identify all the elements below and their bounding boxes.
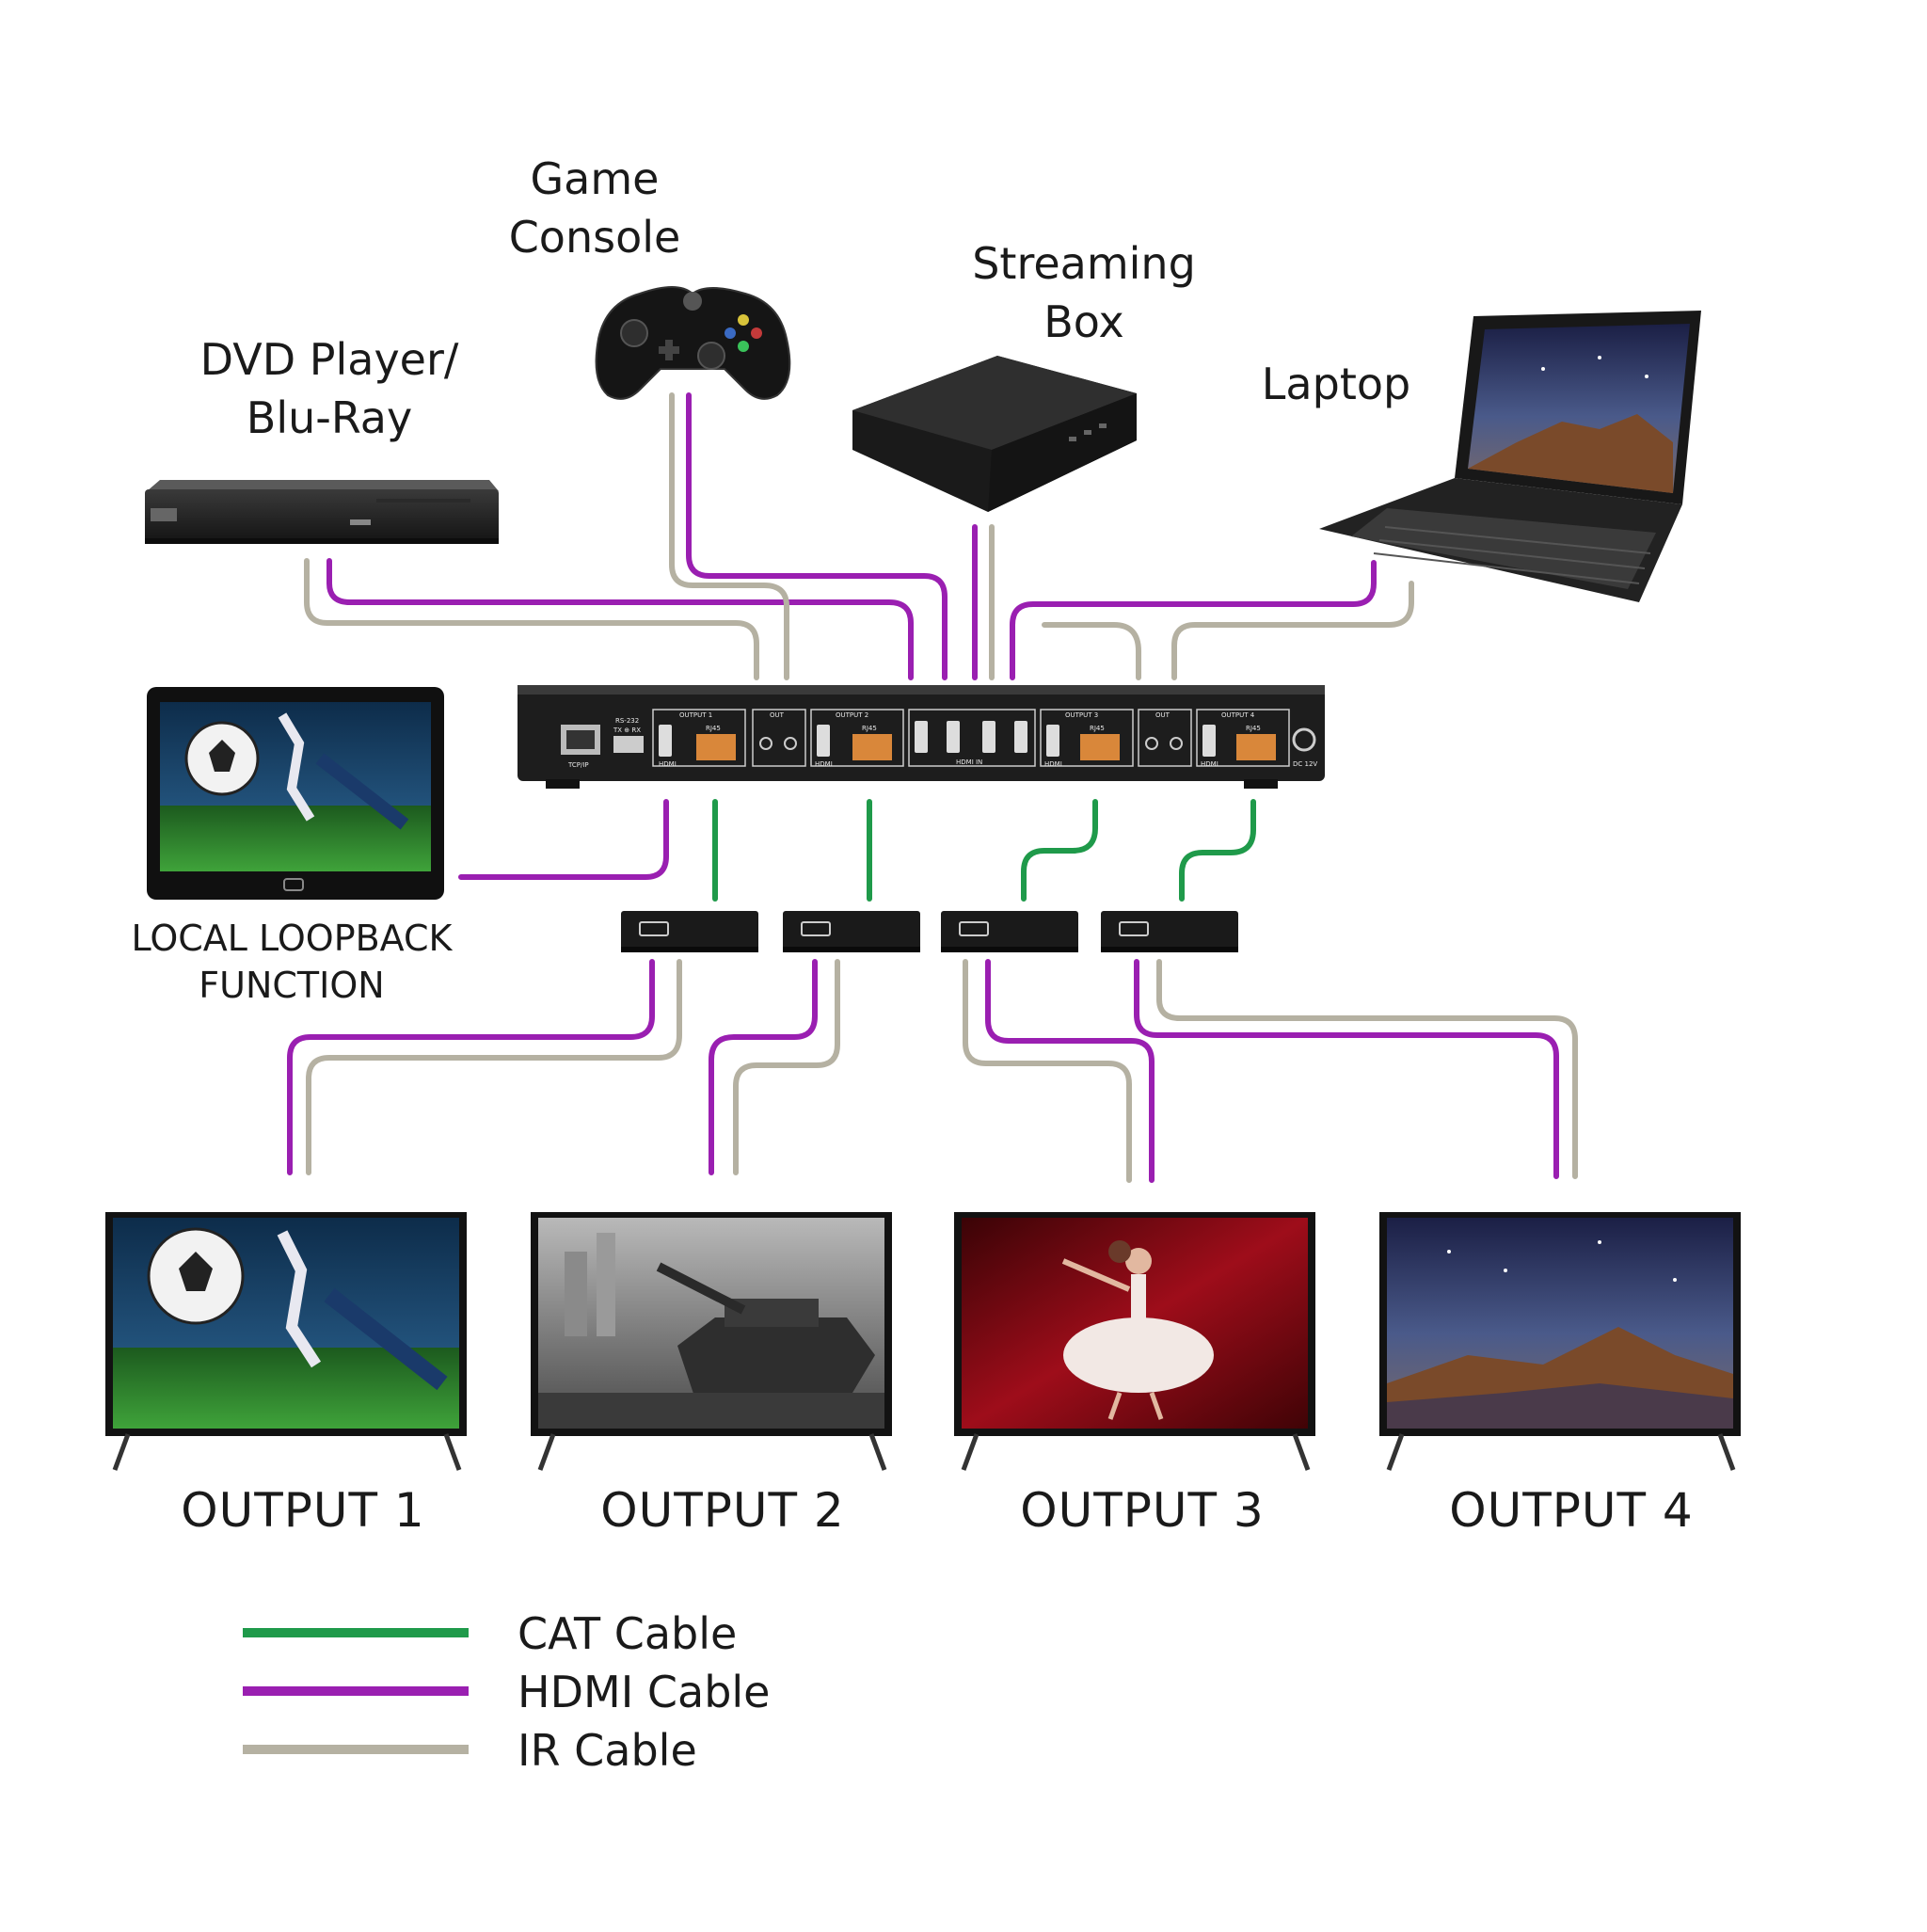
ir-out-3-jack bbox=[1145, 737, 1158, 750]
tv-output-3 bbox=[954, 1212, 1315, 1471]
tv-output-1 bbox=[105, 1212, 467, 1471]
output1-rj45-label: RJ45 bbox=[706, 725, 721, 732]
dvd-ir-cable bbox=[304, 558, 759, 680]
output1-panel-label: OUTPUT 1 bbox=[679, 711, 712, 719]
rx1-hdmi-cable bbox=[287, 959, 655, 1175]
console-label-2: Console bbox=[509, 212, 681, 263]
out-b-label: OUT bbox=[1155, 711, 1171, 719]
hdmi-in-3-port bbox=[982, 721, 995, 753]
dc-label: DC 12V bbox=[1293, 760, 1317, 768]
output3-hdmi-port bbox=[1046, 725, 1059, 757]
receiver-3 bbox=[941, 911, 1078, 952]
game-controller bbox=[595, 286, 791, 400]
hdmi-in-label: HDMI IN bbox=[956, 758, 982, 766]
legend: CAT Cable HDMI Cable IR Cable bbox=[243, 1608, 770, 1776]
hdmi-in-4-port bbox=[1014, 721, 1027, 753]
streaming-label-2: Box bbox=[1043, 296, 1124, 347]
matrix-switch: TCP/IP RS-232 TX ⊕ RX OUTPUT 1 HDMI RJ45… bbox=[518, 685, 1325, 789]
rx2-hdmi-cable bbox=[709, 959, 818, 1175]
laptop bbox=[1319, 311, 1701, 602]
console-label-1: Game bbox=[531, 153, 660, 204]
output-label-2: OUTPUT 2 bbox=[600, 1483, 845, 1538]
output2-hdmi-port bbox=[817, 725, 830, 757]
rx4-hdmi-cable bbox=[1134, 959, 1559, 1179]
output4-rj45-label: RJ45 bbox=[1246, 725, 1261, 732]
receiver-4 bbox=[1101, 911, 1238, 952]
cables bbox=[287, 392, 1578, 1183]
streaming-box bbox=[852, 356, 1137, 512]
rs232-label: RS-232 bbox=[615, 717, 639, 725]
loopback-hdmi-cable bbox=[458, 799, 669, 880]
output2-rj45-label: RJ45 bbox=[862, 725, 877, 732]
dvd-label-2: Blu-Ray bbox=[247, 392, 412, 443]
console-ir-cable bbox=[669, 392, 789, 680]
legend-label-cat: CAT Cable bbox=[518, 1608, 737, 1659]
console-hdmi-cable bbox=[686, 392, 948, 680]
dvd-player bbox=[145, 480, 499, 544]
hdmi-in-1-port bbox=[915, 721, 928, 753]
output4-rj45-port bbox=[1236, 734, 1276, 760]
dvd-label-1: DVD Player/ bbox=[200, 334, 459, 385]
output4-hdmi-label: HDMI bbox=[1201, 760, 1218, 768]
hdmi-in-2-port bbox=[947, 721, 960, 753]
tv-output-4 bbox=[1379, 1212, 1741, 1471]
output1-hdmi-port bbox=[659, 725, 672, 757]
output3-hdmi-label: HDMI bbox=[1044, 760, 1062, 768]
dc-power-jack bbox=[1292, 727, 1316, 752]
cat-cable-3 bbox=[1021, 799, 1098, 902]
rx2-ir-cable bbox=[733, 959, 840, 1175]
dvd-hdmi-cable bbox=[326, 558, 914, 680]
rs232-port bbox=[613, 736, 644, 753]
receiver-2 bbox=[783, 911, 920, 952]
txrx-label: TX ⊕ RX bbox=[613, 726, 641, 734]
receiver-1 bbox=[621, 911, 758, 952]
legend-label-ir: IR Cable bbox=[518, 1725, 697, 1776]
ir-out-1-jack bbox=[759, 737, 772, 750]
output3-rj45-port bbox=[1080, 734, 1120, 760]
legend-swatch-ir bbox=[243, 1745, 469, 1754]
ir-out-4-jack bbox=[1170, 737, 1183, 750]
output3-panel-label: OUTPUT 3 bbox=[1065, 711, 1098, 719]
output2-panel-label: OUTPUT 2 bbox=[836, 711, 868, 719]
ir-out-2-jack bbox=[784, 737, 797, 750]
loopback-tablet bbox=[147, 687, 444, 900]
laptop-ir-cable-b bbox=[1042, 622, 1141, 680]
loopback-label-1: LOCAL LOOPBACK bbox=[132, 918, 454, 959]
output2-hdmi-label: HDMI bbox=[815, 760, 833, 768]
output-label-3: OUTPUT 3 bbox=[1020, 1483, 1265, 1538]
legend-label-hdmi: HDMI Cable bbox=[518, 1667, 770, 1717]
output1-rj45-port bbox=[696, 734, 736, 760]
laptop-hdmi-cable bbox=[1010, 560, 1377, 680]
rx3-hdmi-cable bbox=[985, 959, 1155, 1183]
laptop-ir-cable bbox=[1171, 581, 1414, 680]
laptop-label: Laptop bbox=[1262, 359, 1410, 409]
output-label-4: OUTPUT 4 bbox=[1449, 1483, 1694, 1538]
cat-cable-4 bbox=[1179, 799, 1256, 902]
rx4-ir-cable bbox=[1156, 959, 1578, 1179]
output1-hdmi-label: HDMI bbox=[659, 760, 677, 768]
output-label-1: OUTPUT 1 bbox=[181, 1483, 425, 1538]
legend-swatch-hdmi bbox=[243, 1686, 469, 1696]
tcpip-label: TCP/IP bbox=[567, 761, 589, 769]
output4-hdmi-port bbox=[1202, 725, 1216, 757]
out-a-label: OUT bbox=[770, 711, 785, 719]
legend-swatch-cat bbox=[243, 1628, 469, 1637]
streaming-label-1: Streaming bbox=[972, 238, 1196, 289]
rx1-ir-cable bbox=[306, 959, 682, 1175]
output4-panel-label: OUTPUT 4 bbox=[1221, 711, 1255, 719]
tv-output-2 bbox=[531, 1212, 892, 1471]
loopback-label-2: FUNCTION bbox=[199, 965, 384, 1006]
output3-rj45-label: RJ45 bbox=[1090, 725, 1105, 732]
rx3-ir-cable bbox=[963, 959, 1132, 1183]
output2-rj45-port bbox=[852, 734, 892, 760]
